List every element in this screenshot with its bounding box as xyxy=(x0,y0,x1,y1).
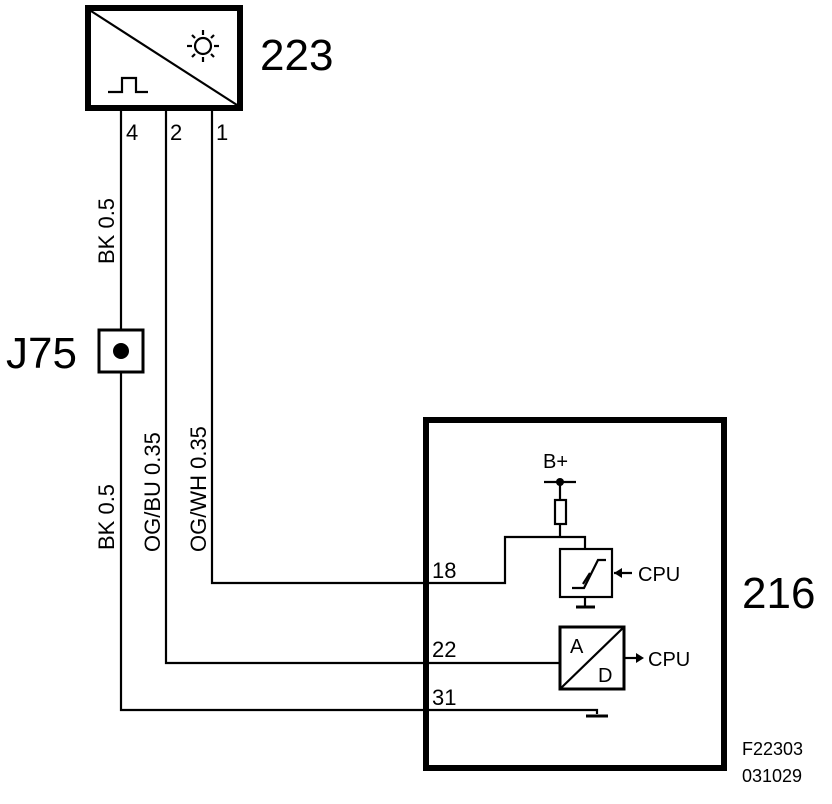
ground-point-j75 xyxy=(97,328,145,374)
control-module-216 xyxy=(423,417,727,771)
sensor-diagonal xyxy=(90,10,238,106)
switch-symbol xyxy=(572,558,606,590)
sensor-223 xyxy=(85,5,243,111)
switch-box xyxy=(558,547,614,599)
wire-pin2 xyxy=(164,111,560,665)
module-pin-22: 22 xyxy=(432,637,456,662)
sun-icon xyxy=(187,30,219,62)
sensor-pin-2: 2 xyxy=(170,120,182,145)
adc-out-arrow xyxy=(636,653,644,663)
cpu-ctrl-arrow xyxy=(614,568,622,578)
wire-pin1 xyxy=(210,111,587,585)
wire-label-pin2: OG/BU 0.35 xyxy=(140,432,165,552)
adc-out-label: D xyxy=(598,665,612,687)
adc-diagonal xyxy=(559,626,625,690)
wire-pin4-lower xyxy=(119,372,599,714)
sensor-pin-1: 1 xyxy=(216,120,228,145)
switch-arrow xyxy=(582,572,591,585)
wire-label-pin1: OG/WH 0.35 xyxy=(186,426,211,552)
module-box xyxy=(423,417,727,771)
adc-in-label: A xyxy=(570,636,584,658)
switch-block xyxy=(558,547,614,609)
wires xyxy=(119,111,599,714)
supply-label: B+ xyxy=(543,451,568,473)
cpu-label-adc: CPU xyxy=(648,649,690,671)
wire-label-pin4-lower: BK 0.5 xyxy=(94,484,119,550)
wire-label-pin4-upper: BK 0.5 xyxy=(94,198,119,264)
j75-box xyxy=(97,328,145,374)
module-pin-18: 18 xyxy=(432,558,456,583)
cpu-label-switch: CPU xyxy=(638,564,680,586)
sensor-pin-4: 4 xyxy=(126,120,138,145)
j75-label: J75 xyxy=(6,329,77,378)
figure-number: F22303 xyxy=(742,739,803,759)
module-pin-31: 31 xyxy=(432,685,456,710)
sensor-id-label: 223 xyxy=(260,31,333,80)
sensor-box xyxy=(85,5,243,111)
pulse-icon xyxy=(108,76,148,94)
pullup-resistor xyxy=(553,498,568,526)
j75-dot xyxy=(113,343,129,359)
ad-converter: A D xyxy=(558,625,626,691)
module-id-label: 216 xyxy=(742,569,815,618)
figure-date: 031029 xyxy=(742,766,802,786)
